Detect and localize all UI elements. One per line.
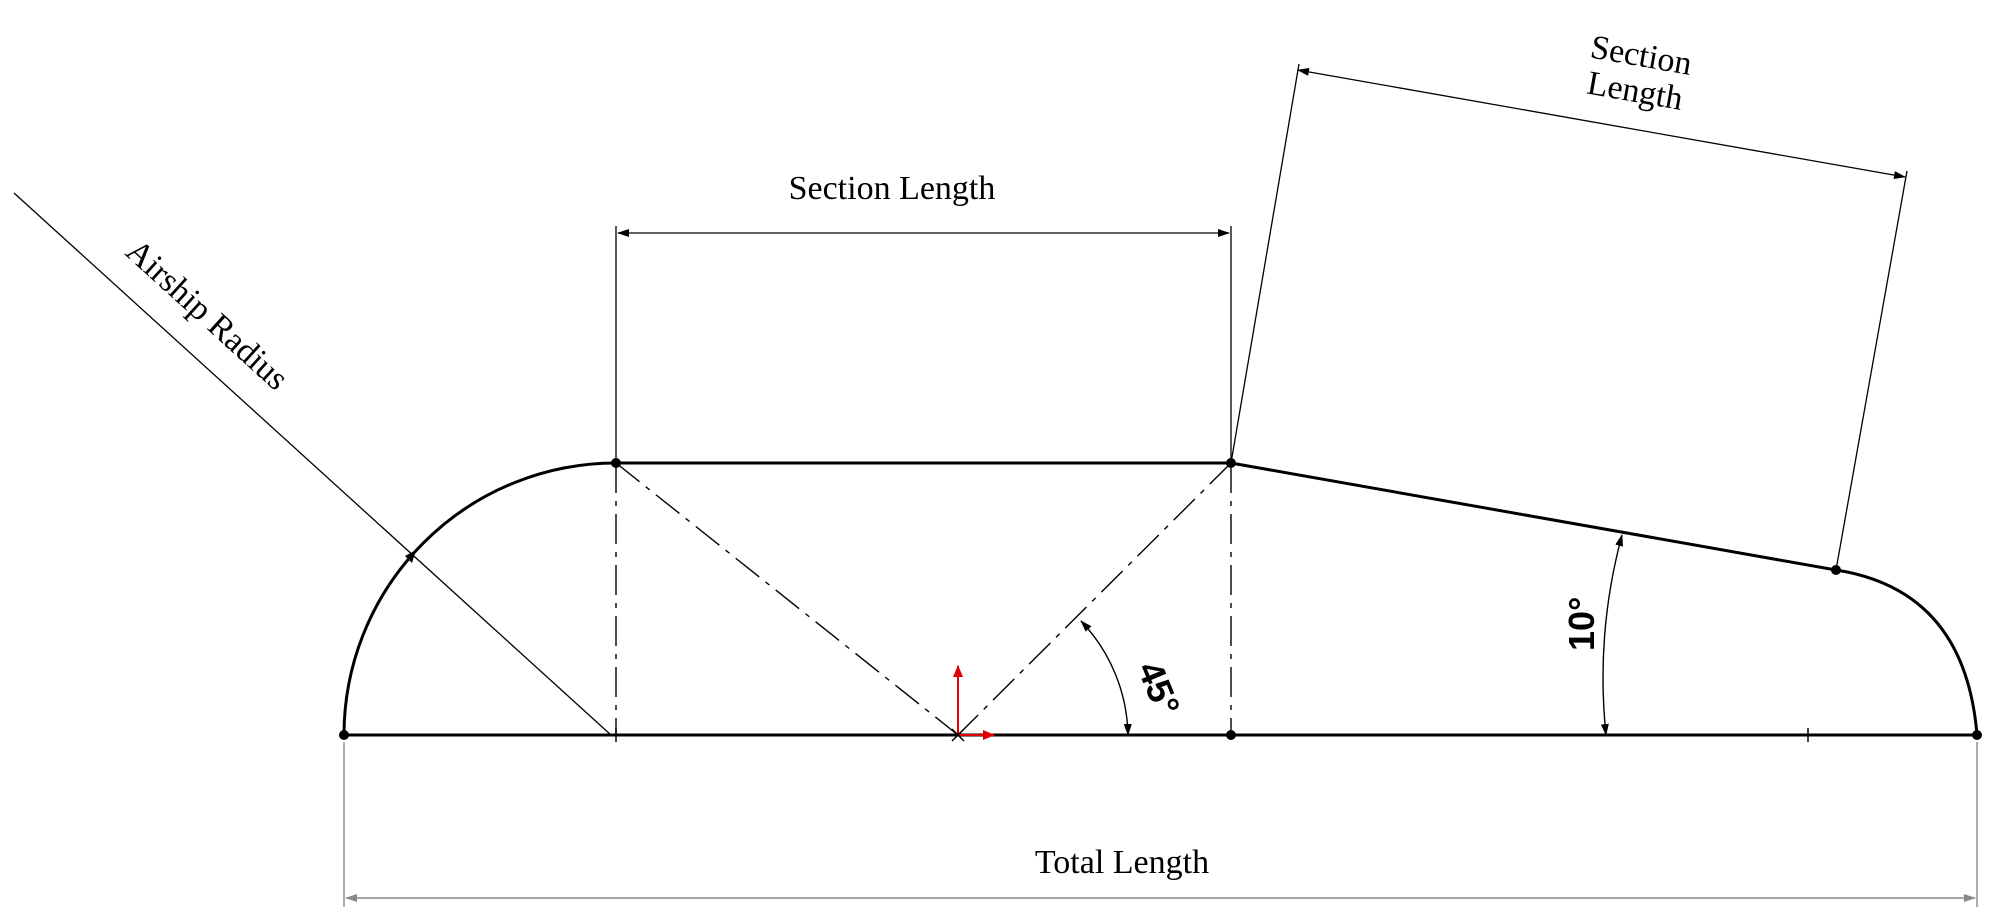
nose-arc: [342, 461, 617, 736]
section-length-right-label: Section Length: [1584, 29, 1694, 118]
angle-45-arc: [1080, 620, 1132, 736]
tapered-edge: [1230, 461, 1837, 572]
construction-diagonal-right: [957, 462, 1232, 736]
tail-arc: [1835, 568, 1979, 736]
angle-45-label: 45°: [1130, 655, 1189, 721]
dimension-total-length: [343, 742, 1978, 907]
construction-diagonal-left: [615, 462, 959, 736]
dimension-section-length-right: [1230, 63, 1908, 571]
origin-marker: [951, 728, 965, 742]
airship-radius-arrow: [405, 550, 416, 563]
dimension-section-length-top: [615, 226, 1232, 463]
section-length-top-label: Section Length: [789, 170, 996, 207]
origin-icon: [951, 665, 995, 742]
point-right-end: [1972, 730, 1982, 740]
airship-radius-label: Airship Radius: [119, 233, 296, 398]
angle-10-label: 10°: [1561, 597, 1602, 651]
point-left-end: [339, 730, 349, 740]
construction-lines: [615, 462, 1232, 736]
point-mid-bottom: [1226, 730, 1236, 740]
total-length-label: Total Length: [1035, 844, 1209, 881]
extension-line: [1835, 170, 1908, 571]
dimension-line: [1297, 67, 1906, 180]
angle-10-arc: [1600, 534, 1624, 736]
extension-line: [1230, 63, 1300, 464]
baseline-ticks: [615, 728, 1809, 742]
airship-radius-leader: [13, 192, 612, 736]
